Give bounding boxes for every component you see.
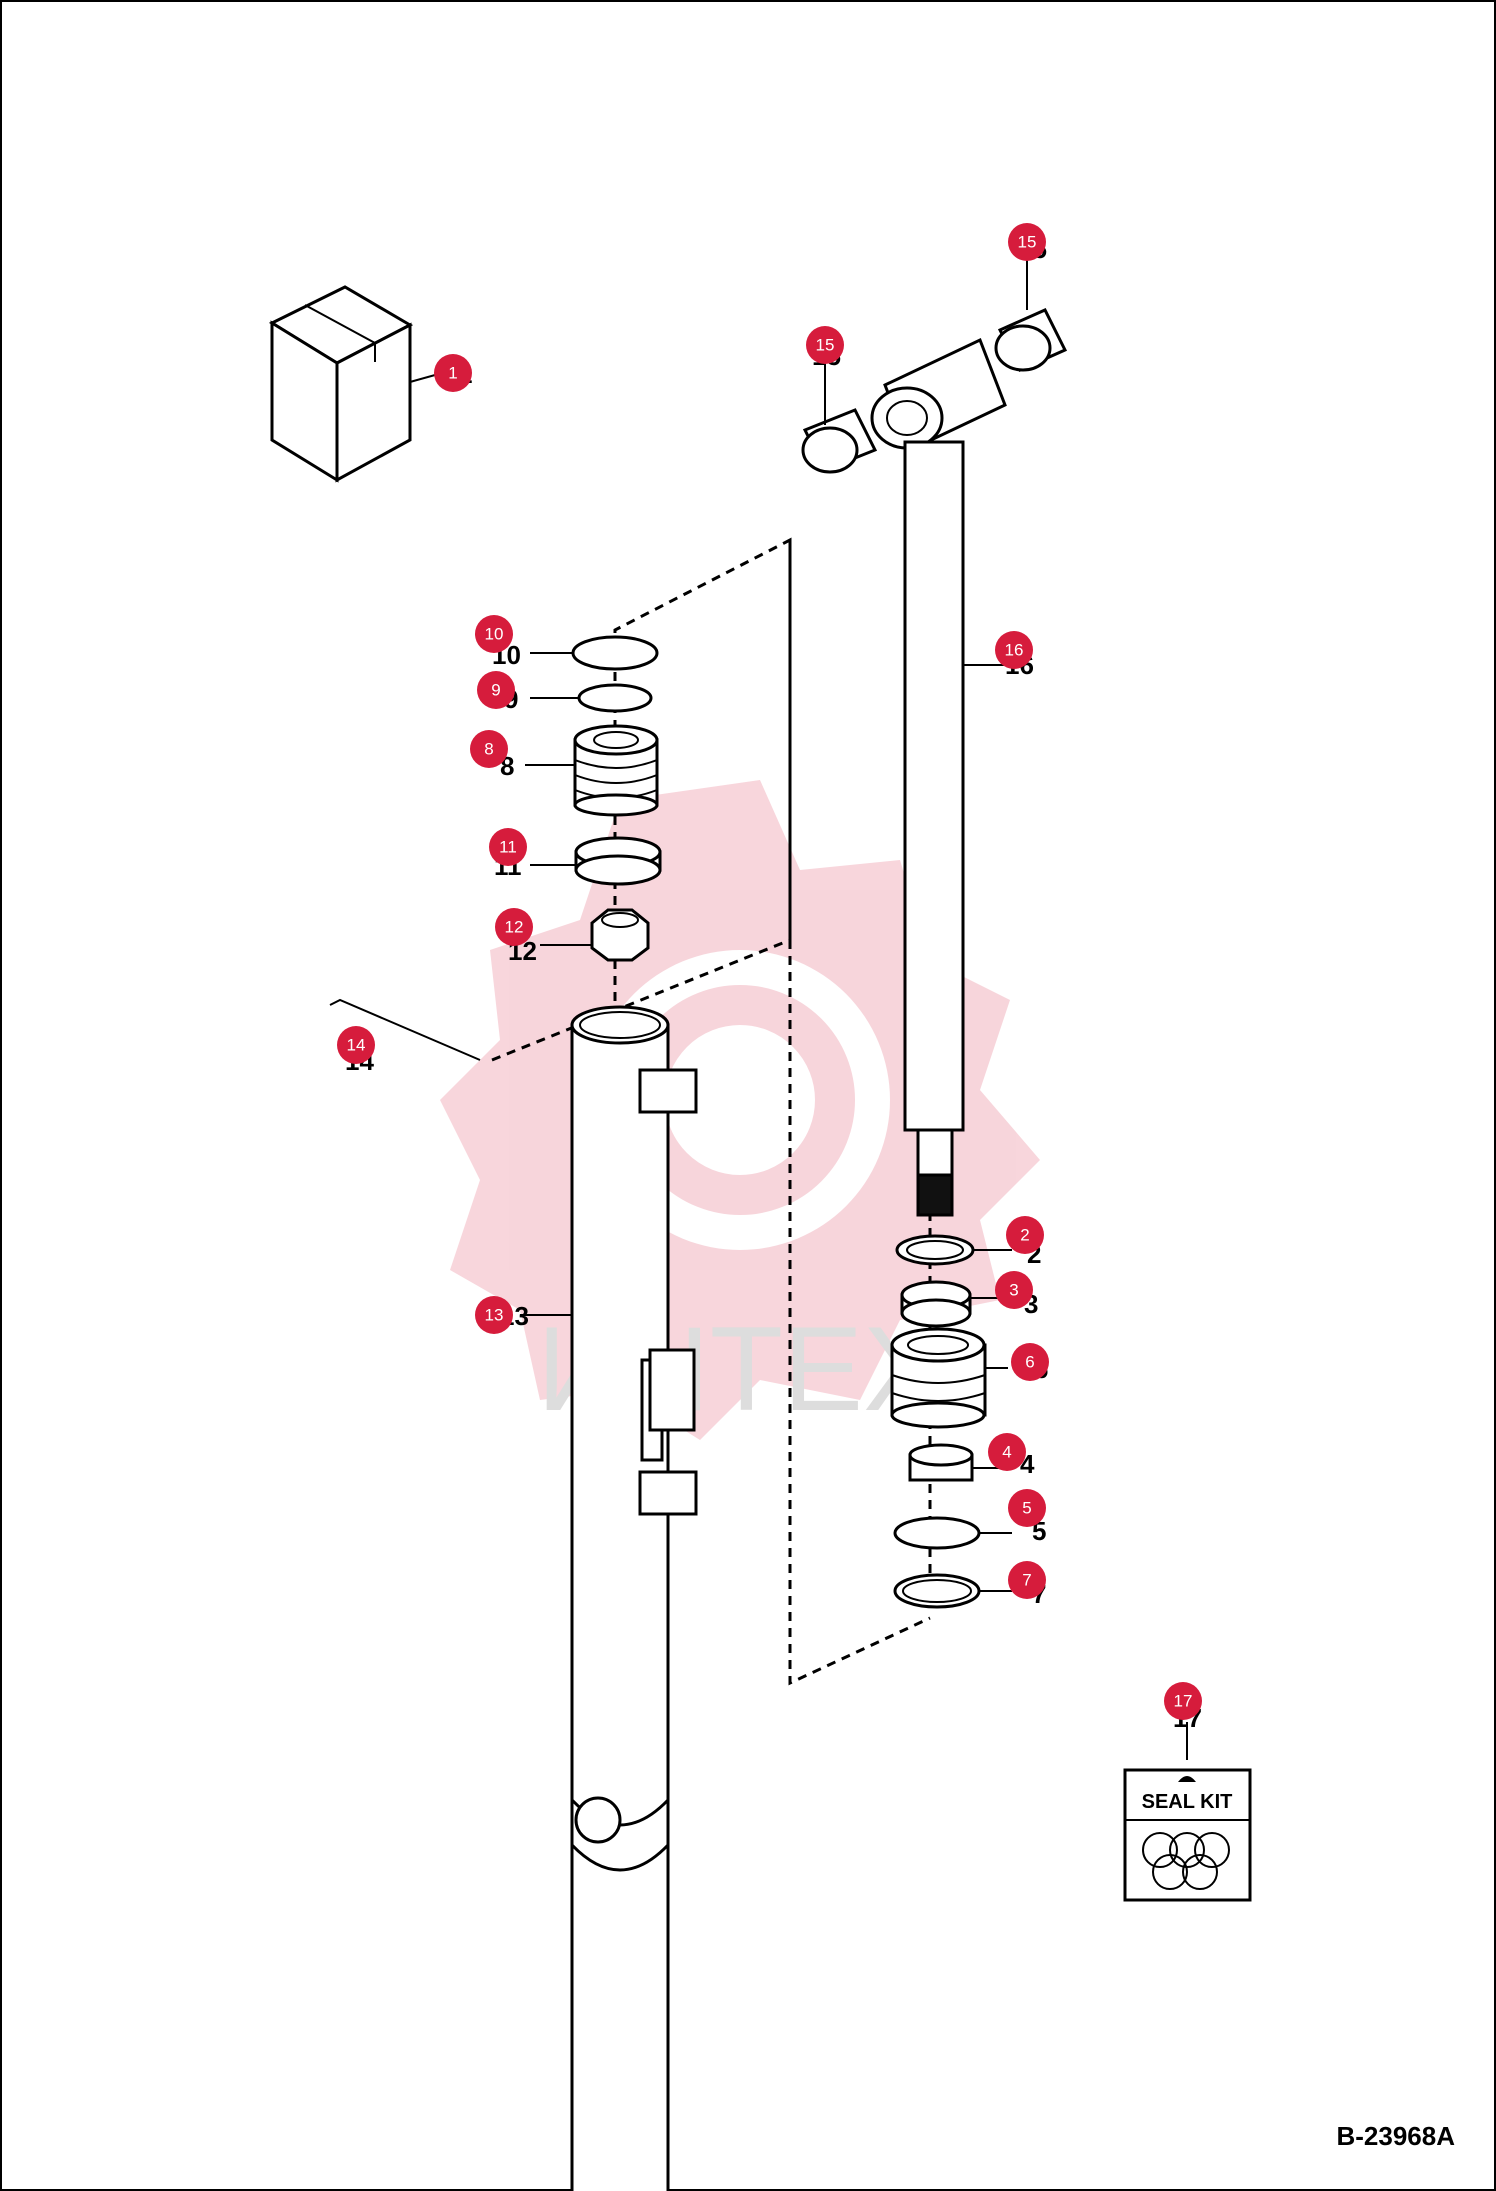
svg-text:10: 10	[485, 625, 504, 644]
svg-text:16: 16	[1005, 641, 1024, 660]
svg-text:2: 2	[1020, 1226, 1029, 1245]
part-1-box	[268, 285, 414, 483]
callout-16[interactable]: 16	[995, 631, 1033, 669]
svg-text:1: 1	[448, 364, 457, 383]
callout-1[interactable]: 1	[434, 354, 472, 392]
svg-text:5: 5	[1022, 1499, 1031, 1518]
callout-15-right[interactable]: 15	[1008, 223, 1046, 261]
svg-text:9: 9	[491, 681, 500, 700]
svg-text:4: 4	[1002, 1443, 1011, 1462]
callout-8[interactable]: 8	[470, 730, 508, 768]
svg-text:11: 11	[499, 838, 517, 857]
part-16-rod	[870, 337, 1007, 1217]
part-6-piston	[890, 1327, 987, 1429]
callout-6[interactable]: 6	[1011, 1343, 1049, 1381]
callout-12[interactable]: 12	[495, 908, 533, 946]
part-3-ring	[900, 1280, 972, 1328]
part-14-wire	[329, 998, 481, 1061]
callout-5[interactable]: 5	[1008, 1489, 1046, 1527]
part-11-ring	[574, 836, 662, 886]
callout-15-left[interactable]: 15	[806, 326, 844, 364]
callout-14[interactable]: 14	[337, 1026, 375, 1064]
callout-3[interactable]: 3	[995, 1271, 1033, 1309]
part-12-nut	[590, 908, 650, 962]
svg-text:15: 15	[816, 336, 835, 355]
seal-kit-label: SEAL KIT	[1142, 1791, 1233, 1813]
svg-text:12: 12	[505, 918, 524, 937]
svg-text:3: 3	[1009, 1281, 1018, 1300]
callout-13[interactable]: 13	[475, 1296, 513, 1334]
svg-text:6: 6	[1025, 1353, 1034, 1372]
callout-7[interactable]: 7	[1008, 1561, 1046, 1599]
callout-10[interactable]: 10	[475, 615, 513, 653]
callout-4[interactable]: 4	[988, 1433, 1026, 1471]
part-5-ring	[893, 1516, 981, 1550]
part-13-barrel	[570, 1005, 698, 2191]
part-15-bushing-left	[801, 408, 878, 474]
svg-text:14: 14	[347, 1036, 366, 1055]
svg-text:13: 13	[485, 1306, 504, 1325]
part-17-seal-kit	[1123, 1768, 1252, 1902]
part-10-ring	[571, 635, 659, 671]
callout-17[interactable]: 17	[1164, 1682, 1202, 1720]
svg-text:7: 7	[1022, 1571, 1031, 1590]
part-15-bushing-right	[994, 308, 1068, 372]
callout-2[interactable]: 2	[1006, 1216, 1044, 1254]
leader-lines	[409, 258, 1188, 1760]
svg-text:15: 15	[1018, 233, 1037, 252]
part-9-ring	[577, 683, 653, 713]
part-4-spacer	[908, 1443, 974, 1482]
part-8-gland	[573, 724, 659, 817]
callout-11[interactable]: 11	[489, 828, 527, 866]
drawing-code: B-23968A	[1336, 2121, 1455, 2151]
callout-9[interactable]: 9	[477, 671, 515, 709]
svg-text:17: 17	[1174, 1692, 1193, 1711]
svg-text:8: 8	[484, 740, 493, 759]
